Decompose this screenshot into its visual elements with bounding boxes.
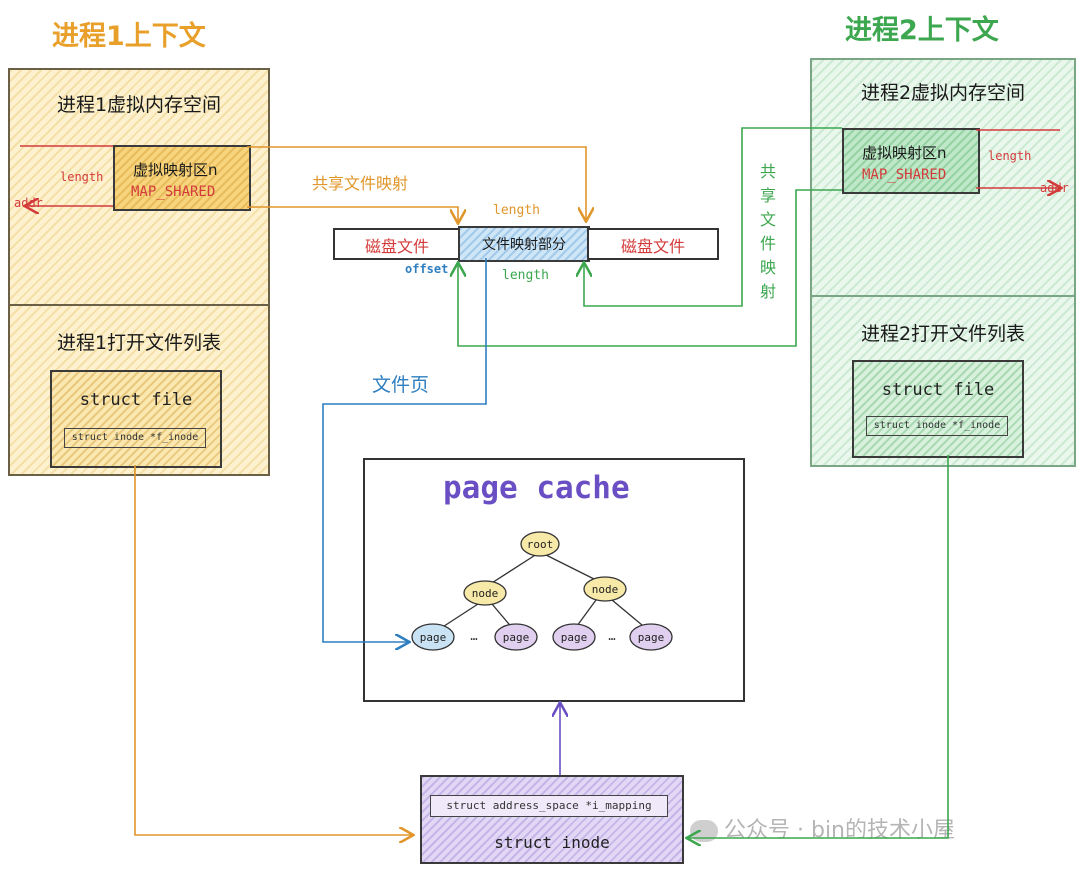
- process2-vma-lines: [976, 129, 1060, 188]
- file-mapped-segment: 文件映射部分: [458, 226, 590, 262]
- watermark: 公众号 · bin的技术小屋: [690, 812, 955, 844]
- process1-open-files-title: 进程1打开文件列表: [56, 332, 222, 354]
- file-page-line: [322, 258, 487, 642]
- process1-length-label: length: [60, 170, 104, 184]
- process1-context-title: 进程1上下文: [52, 21, 206, 52]
- process2-struct-file: struct file struct inode *f_inode: [852, 360, 1024, 458]
- process2-f-inode: struct inode *f_inode: [866, 416, 1008, 436]
- process2-vma-box: 虚拟映射区n MAP_SHARED: [842, 128, 980, 194]
- length-label-top: length: [493, 203, 540, 218]
- tree-page-1: [411, 623, 455, 651]
- tree-ellipsis-left: …: [470, 629, 477, 643]
- tree-root-label: root: [527, 538, 554, 551]
- page-cache-tree: root node node page … page page … page: [411, 531, 673, 651]
- tree-page-2-label: page: [503, 631, 530, 644]
- process1-f-inode: struct inode *f_inode: [64, 428, 206, 448]
- process1-vma-name: 虚拟映射区n: [133, 161, 218, 179]
- shared-mapping-label-left: 共享文件映射: [312, 174, 409, 193]
- process1-struct-file-label: struct file: [79, 390, 193, 410]
- disk-file-left-label: 磁盘文件: [364, 237, 429, 256]
- tree-node-right-label: node: [592, 583, 619, 596]
- tree-page-4-label: page: [638, 631, 665, 644]
- process2-open-files-title: 进程2打开文件列表: [860, 323, 1026, 345]
- process1-vma-lines: [20, 145, 113, 206]
- tree-node-left-label: node: [472, 587, 499, 600]
- process2-vm-title: 进程2虚拟内存空间: [860, 82, 1026, 104]
- process2-length-label: length: [988, 149, 1032, 163]
- shared-mapping-label-right: 共享文件映射: [760, 162, 777, 301]
- page-cache-title: page cache: [443, 470, 630, 506]
- file-mapped-segment-label: 文件映射部分: [482, 237, 566, 253]
- watermark-text: 公众号 · bin的技术小屋: [724, 818, 956, 843]
- disk-file-right: 磁盘文件: [587, 228, 719, 260]
- length-label-bottom: length: [502, 268, 549, 283]
- process2-vma-name: 虚拟映射区n: [862, 144, 947, 162]
- tree-page-3: [552, 623, 596, 651]
- process1-vma-box: 虚拟映射区n MAP_SHARED: [113, 145, 251, 211]
- tree-page-2: [494, 623, 538, 651]
- offset-label: offset: [405, 262, 449, 276]
- tree-ellipsis-right: …: [608, 629, 615, 643]
- tree-page-3-label: page: [561, 631, 588, 644]
- process1-vma-flag: MAP_SHARED: [131, 184, 216, 200]
- process2-vma-flag: MAP_SHARED: [862, 167, 947, 183]
- tree-node-left: [463, 580, 507, 606]
- tree-node-right: [583, 576, 627, 602]
- disk-file-right-label: 磁盘文件: [620, 237, 685, 256]
- struct-inode-box: struct address_space *i_mapping struct i…: [420, 775, 684, 864]
- process2-struct-file-label: struct file: [881, 380, 995, 400]
- tree-page-4: [629, 623, 673, 651]
- process2-context-title: 进程2上下文: [845, 15, 999, 46]
- page-cache-box: page cache: [363, 458, 745, 702]
- orange-mapping-lines: [247, 146, 586, 222]
- inode-mapping-field: struct address_space *i_mapping: [430, 795, 668, 817]
- process1-struct-file: struct file struct inode *f_inode: [50, 370, 222, 468]
- p1-file-to-inode-line: [134, 465, 412, 835]
- struct-inode-label: struct inode: [494, 833, 610, 852]
- p2-file-to-inode-line: [688, 455, 949, 838]
- tree-root-node: [520, 531, 560, 557]
- tree-page-1-label: page: [420, 631, 447, 644]
- file-page-label: 文件页: [372, 374, 430, 396]
- green-mapping-lines: [458, 127, 842, 347]
- process1-vm-title: 进程1虚拟内存空间: [56, 94, 222, 116]
